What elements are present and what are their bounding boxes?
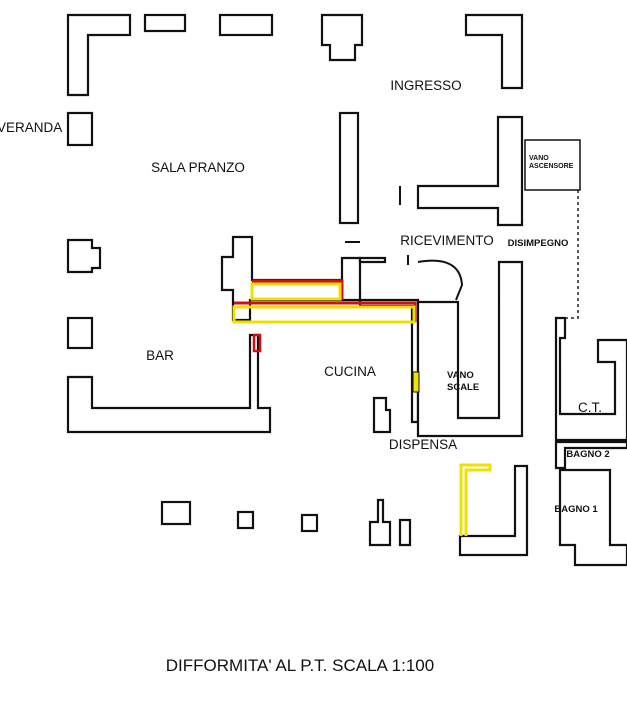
- label-vano-ascensore-2: ASCENSORE: [529, 163, 574, 170]
- wall-kitchen-pillar: [372, 396, 392, 434]
- wall-marks: [345, 186, 409, 265]
- room-labels: INGRESSO VERANDA SALA PRANZO RICEVIMENTO…: [0, 78, 610, 515]
- plan-title: DIFFORMITA' AL P.T. SCALA 1:100: [166, 656, 434, 675]
- pillar: [218, 13, 274, 37]
- door-arc: [417, 259, 464, 301]
- wall-top-right: [464, 13, 524, 90]
- pillar: [368, 498, 392, 547]
- wall-dispensa: [458, 464, 529, 557]
- pillar: [300, 513, 319, 533]
- label-bagno1: BAGNO 1: [554, 504, 598, 515]
- label-disimpegno: DISIMPEGNO: [508, 238, 569, 249]
- wall-kitchen-right: [358, 298, 420, 424]
- label-ct: C.T.: [578, 400, 602, 415]
- demolition-line: [252, 279, 344, 300]
- demolition-pillar: [252, 333, 262, 353]
- label-bar: BAR: [146, 348, 174, 363]
- construction-infill: [412, 371, 420, 393]
- label-ingresso: INGRESSO: [390, 78, 461, 93]
- elevator-shaft: [524, 139, 581, 191]
- wall-reception-stub: [358, 256, 387, 264]
- walls: [66, 13, 627, 567]
- construction-wall: [459, 463, 492, 536]
- pillar: [66, 111, 94, 147]
- wall-t: [416, 115, 524, 227]
- label-vano-ascensore: VANO: [529, 155, 549, 162]
- pillar: [66, 316, 94, 350]
- label-dispensa: DISPENSA: [389, 437, 457, 452]
- modifications: [232, 279, 492, 536]
- label-bagno2: BAGNO 2: [566, 449, 609, 460]
- pillar: [66, 238, 102, 274]
- construction-wall: [250, 282, 342, 301]
- pillar: [143, 13, 187, 33]
- label-vano-scale-2: SCALE: [447, 382, 479, 393]
- pillar: [398, 518, 412, 547]
- label-ricevimento: RICEVIMENTO: [400, 233, 494, 248]
- label-cucina: CUCINA: [324, 364, 376, 379]
- wall-column: [338, 111, 360, 225]
- pillar: [320, 13, 364, 62]
- label-veranda: VERANDA: [0, 120, 62, 135]
- construction-wall: [232, 305, 416, 324]
- wall-disimpegno: [555, 190, 579, 319]
- wall-bagno1: [558, 468, 627, 567]
- label-sala-pranzo: SALA PRANZO: [151, 160, 245, 175]
- wall-bagno2: [554, 440, 627, 470]
- pillar: [160, 500, 192, 526]
- wall-top-left: [66, 13, 132, 97]
- label-vano-scale: VANO: [447, 370, 474, 381]
- wall-stair: [416, 260, 524, 438]
- pillar: [236, 510, 255, 530]
- wall-ct: [554, 316, 627, 442]
